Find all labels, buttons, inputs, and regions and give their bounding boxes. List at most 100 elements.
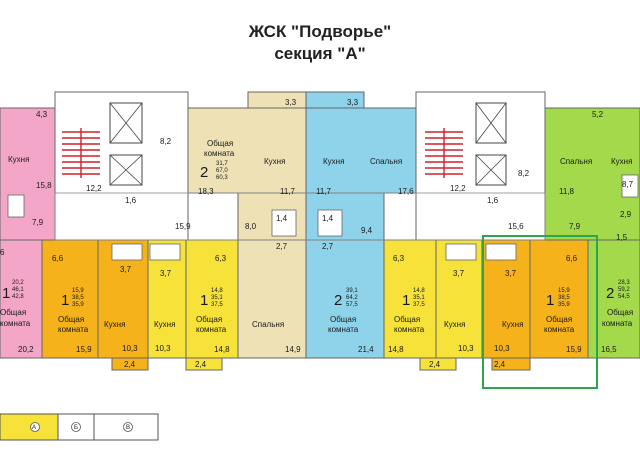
area-label: 38,5 — [558, 295, 570, 301]
area-label: 14,8 — [413, 288, 425, 294]
area-label: 15,9 — [72, 288, 84, 294]
area-label: 8,0 — [245, 222, 257, 231]
area-label: 7,9 — [569, 222, 581, 231]
area-label: 15,9 — [558, 288, 570, 294]
section-a-label: А — [32, 425, 36, 431]
area-label: 2,7 — [276, 242, 288, 251]
area-label: 9,4 — [361, 226, 373, 235]
area-label: 20,2 — [12, 280, 24, 286]
area-label: 14,8 — [214, 345, 230, 354]
apt-yellow-1-balcony[interactable] — [185, 357, 223, 371]
area-label: 15,6 — [508, 222, 524, 231]
area-label: 6,6 — [52, 254, 64, 263]
room-label: Общая — [58, 315, 84, 324]
area-label: 15,9 — [566, 345, 582, 354]
area-label: 11,7 — [280, 187, 296, 196]
area-label: 37,5 — [211, 302, 223, 308]
plan-title-line2: секция "А" — [274, 44, 366, 63]
area-label: 37,5 — [413, 302, 425, 308]
apt-pink-lower[interactable] — [0, 239, 43, 359]
room-label: Кухня — [154, 320, 175, 329]
area-label: 12,2 — [450, 184, 466, 193]
apt-beige-bedroom[interactable] — [237, 239, 307, 359]
area-label: 35,1 — [211, 295, 223, 301]
elevator-left-1 — [109, 102, 143, 144]
area-label: 57,5 — [346, 302, 358, 308]
apt-yellow-2[interactable] — [383, 239, 437, 359]
rooms-count: 1 — [402, 292, 410, 309]
area-label: 18,3 — [198, 187, 214, 196]
bathroom — [111, 243, 143, 261]
area-label: 11,8 — [559, 187, 575, 196]
area-label: 3,7 — [505, 269, 517, 278]
area-label: 12,2 — [86, 184, 102, 193]
section-v-label: В — [126, 425, 130, 431]
section-a-indicator[interactable] — [0, 413, 59, 441]
room-label: Кухня — [104, 320, 125, 329]
bathroom — [445, 243, 477, 261]
area-label: 2,4 — [494, 360, 506, 369]
area-label: 1,4 — [276, 214, 288, 223]
area-label: 15,9 — [76, 345, 92, 354]
room-label: Кухня — [502, 320, 523, 329]
apt-orange-2-balcony[interactable] — [491, 357, 531, 371]
room-label: Общая — [330, 315, 356, 324]
stairs-left — [62, 128, 100, 178]
apt-yellow-2-balcony[interactable] — [419, 357, 457, 371]
area-label: 16,5 — [601, 345, 617, 354]
apt-green[interactable] — [544, 107, 640, 241]
room-label: комната — [328, 325, 359, 334]
area-label: 28,3 — [618, 280, 630, 286]
area-label: 14,8 — [388, 345, 404, 354]
rooms-count: 2 — [200, 164, 208, 181]
apt-orange-2[interactable] — [529, 239, 589, 359]
area-label: 42,8 — [12, 294, 24, 300]
apt-beige-top[interactable] — [247, 91, 307, 109]
apt-yellow-1-room[interactable] — [185, 239, 239, 359]
room-label: комната — [196, 325, 227, 334]
area-label: 8,7 — [622, 180, 634, 189]
area-label: 10,3 — [155, 344, 171, 353]
area-label: 6,6 — [566, 254, 578, 263]
bathroom — [7, 194, 25, 218]
plan-title-line1: ЖСК "Подворье" — [248, 22, 392, 41]
area-label: 10,3 — [458, 344, 474, 353]
apt-orange-1-balcony[interactable] — [111, 357, 149, 371]
area-label: 3,3 — [285, 98, 297, 107]
rooms-count: 1 — [200, 292, 208, 309]
room-label: Спальня — [560, 157, 592, 166]
area-label: 59,2 — [618, 287, 630, 293]
elevator-right-1 — [475, 102, 507, 144]
area-label: 67,0 — [216, 168, 228, 174]
area-label: 1,6 — [487, 196, 499, 205]
section-b-label: Б — [74, 425, 78, 431]
bathroom — [317, 209, 343, 237]
area-label: 7,9 — [32, 218, 44, 227]
room-label: Общая — [394, 315, 420, 324]
apt-blue-top[interactable] — [305, 91, 365, 109]
room-label: комната — [0, 319, 31, 328]
bathroom — [271, 209, 297, 237]
area-label: 2,9 — [620, 210, 632, 219]
area-label: 31,7 — [216, 161, 228, 167]
section-v-marker — [123, 422, 133, 432]
bathroom — [621, 174, 639, 198]
rooms-count: 2 — [606, 285, 614, 302]
room-label: Спальня — [252, 320, 284, 329]
apt-orange-1[interactable] — [41, 239, 99, 359]
selected-apartment-highlight — [482, 235, 598, 389]
area-label: 8,2 — [518, 169, 530, 178]
section-b-marker — [71, 422, 81, 432]
area-label: 64,2 — [346, 295, 358, 301]
area-label: 15,8 — [36, 181, 52, 190]
area-label: 1,5 — [616, 233, 628, 242]
apt-blue-room[interactable] — [305, 239, 385, 359]
room-label: Общая — [196, 315, 222, 324]
apt-blue[interactable] — [305, 107, 417, 194]
room-label: комната — [204, 149, 235, 158]
area-label: 54,5 — [618, 294, 630, 300]
room-label: Кухня — [323, 157, 344, 166]
area-label: 21,4 — [358, 345, 374, 354]
room-label: комната — [58, 325, 89, 334]
